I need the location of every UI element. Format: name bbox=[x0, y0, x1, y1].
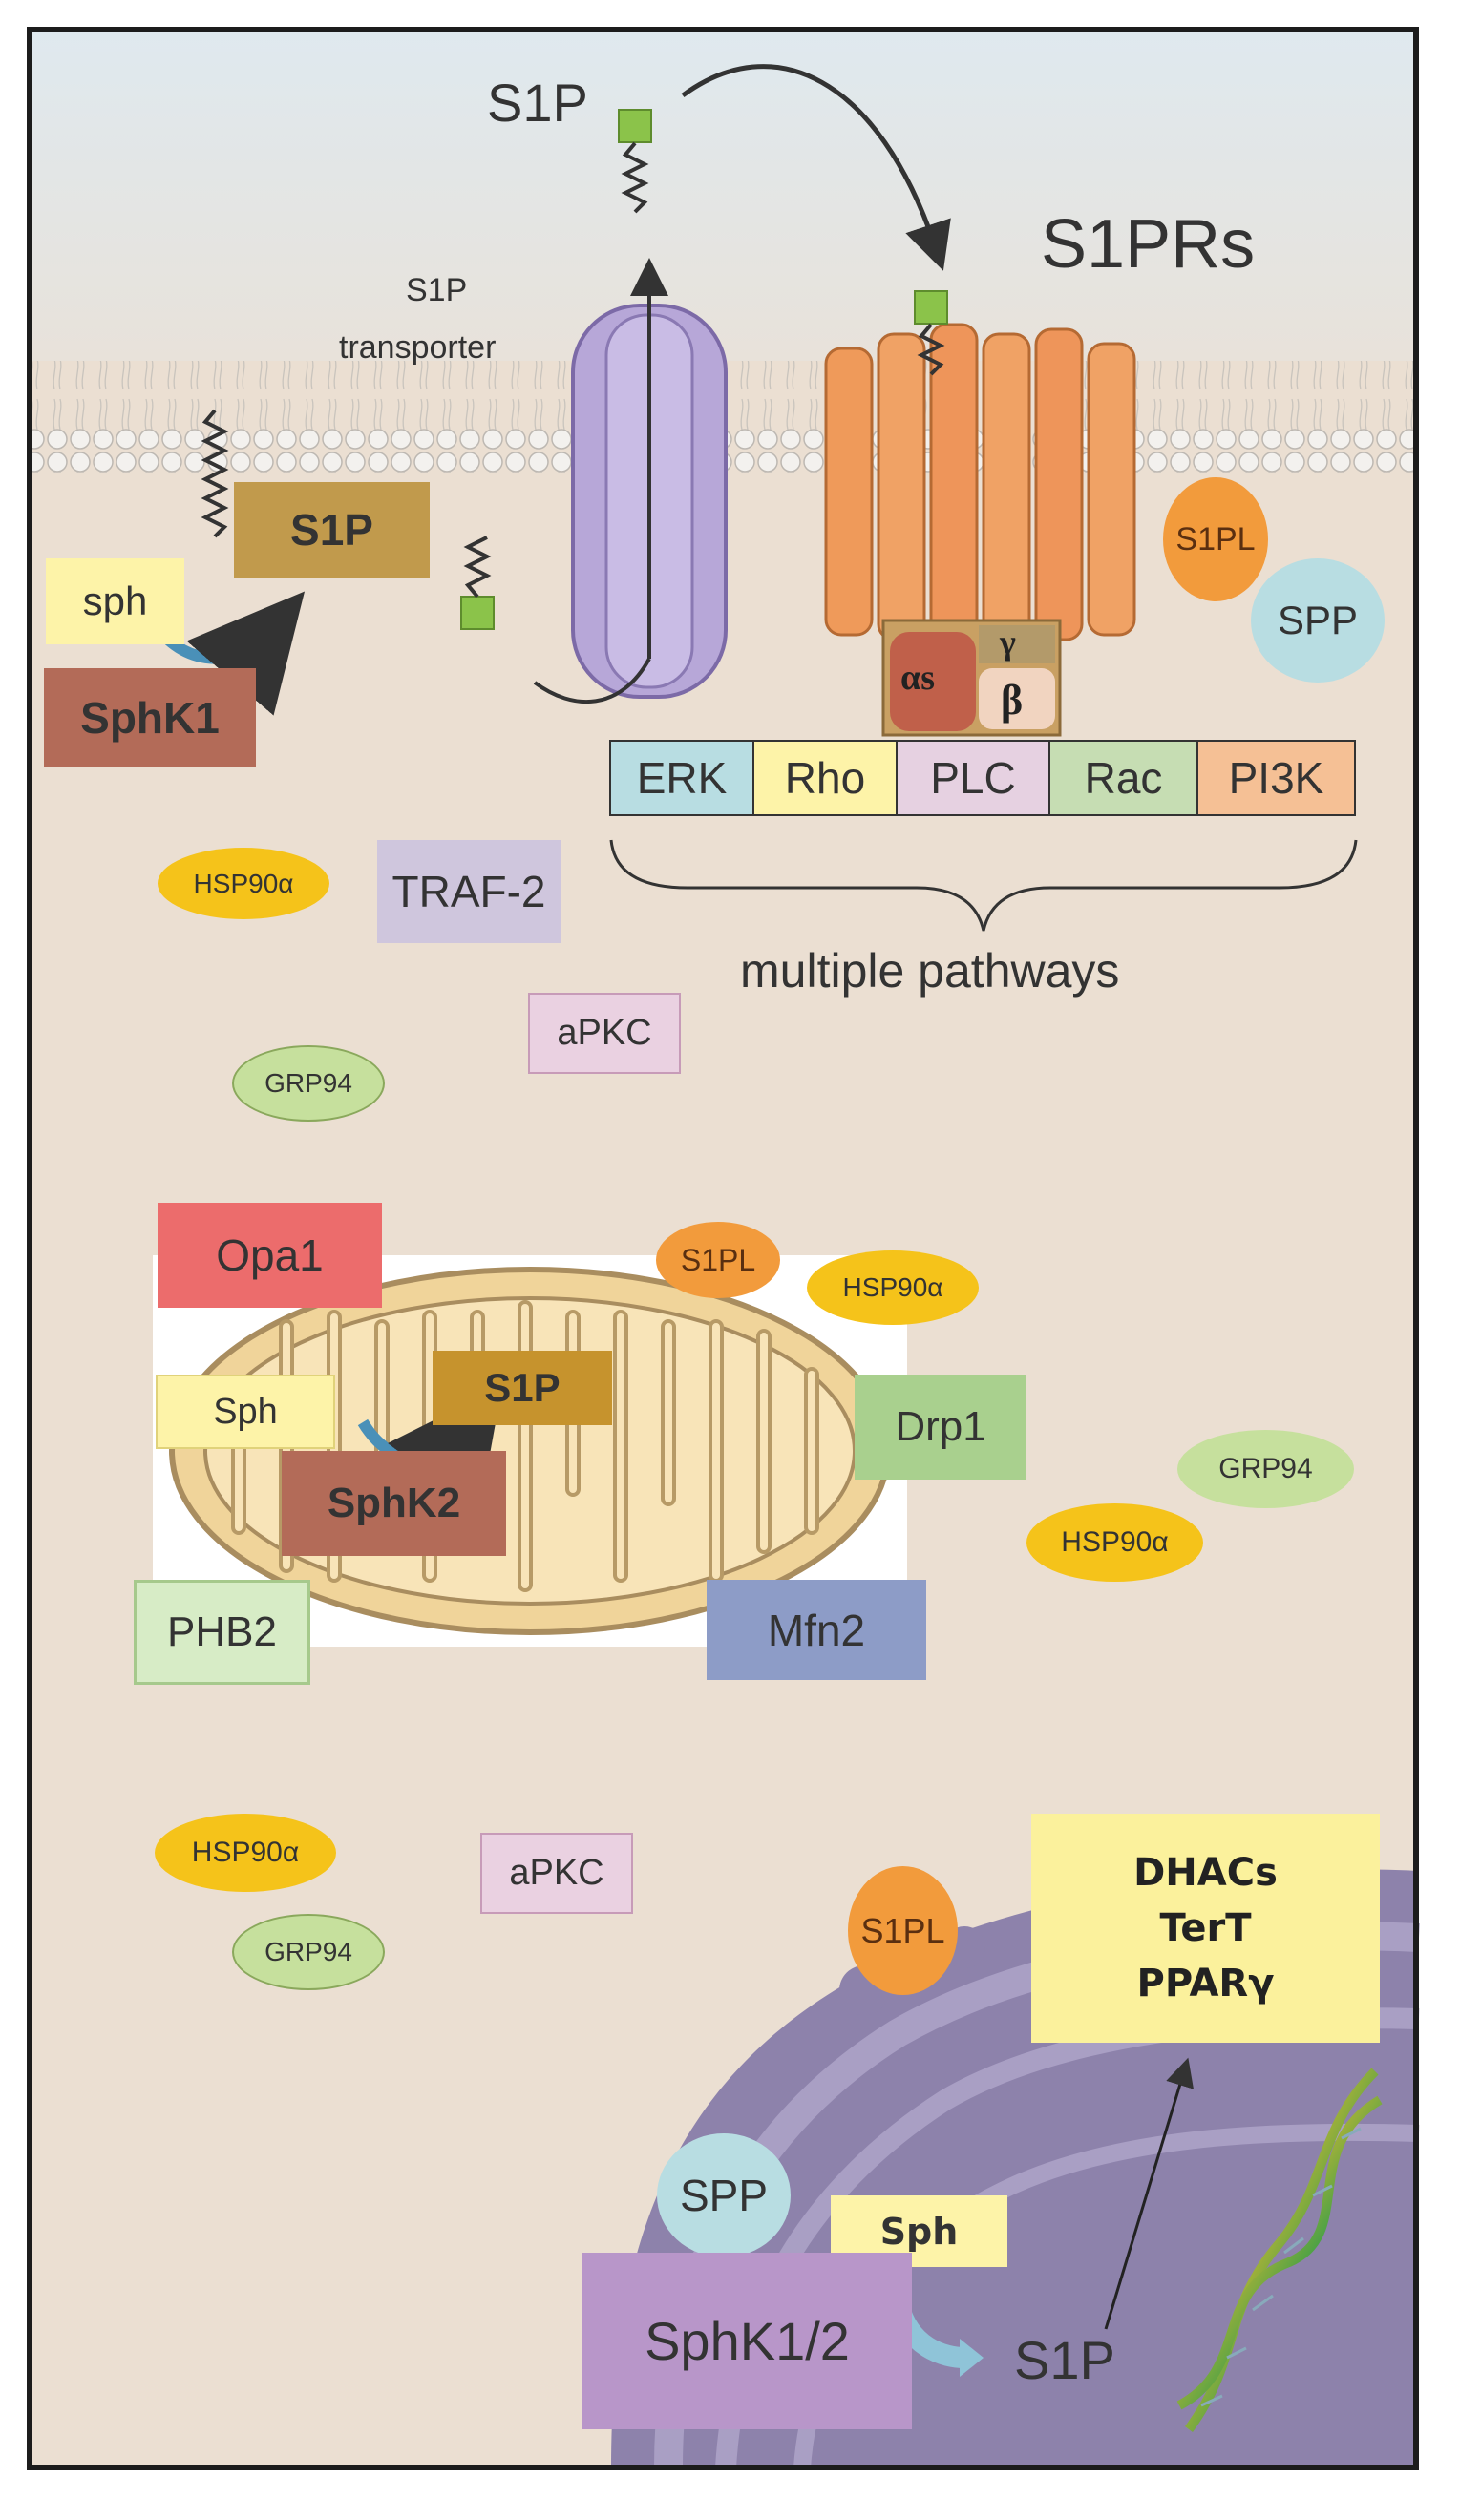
pathway-pi3k: PI3K bbox=[1198, 742, 1354, 814]
sphk2-box: SphK2 bbox=[282, 1451, 506, 1556]
mito-s1p-box: S1P bbox=[433, 1351, 612, 1425]
target-tert: TerT bbox=[1159, 1906, 1252, 1950]
mito-sph-box: Sph bbox=[156, 1375, 335, 1449]
outer-frame bbox=[27, 27, 1419, 2470]
apkc-1: aPKC bbox=[528, 993, 681, 1074]
g-alpha-label: αs bbox=[900, 658, 935, 698]
spp-membrane: SPP bbox=[1251, 558, 1385, 682]
s1pl-membrane: S1PL bbox=[1163, 477, 1268, 601]
sph-box: sph bbox=[46, 558, 184, 644]
g-gamma-label: γ bbox=[1000, 623, 1016, 662]
traf2-box: TRAF-2 bbox=[377, 840, 561, 943]
pathway-rac: Rac bbox=[1050, 742, 1198, 814]
nucleus-s1p-label: S1P bbox=[1014, 2330, 1115, 2390]
sphk12-box: SphK1/2 bbox=[582, 2253, 912, 2429]
target-ppar: PPARγ bbox=[1136, 1962, 1275, 2006]
opa1-box: Opa1 bbox=[158, 1203, 382, 1308]
hsp90a-4: HSP90α bbox=[155, 1814, 336, 1892]
pathways-brace bbox=[609, 839, 1358, 932]
extracellular-space bbox=[27, 27, 1419, 361]
apkc-2: aPKC bbox=[480, 1833, 633, 1914]
s1p-transporter bbox=[533, 258, 728, 704]
pathway-rho: Rho bbox=[754, 742, 898, 814]
dna-icon bbox=[1176, 2068, 1383, 2432]
grp94-2: GRP94 bbox=[1177, 1430, 1354, 1508]
grp94-1: GRP94 bbox=[232, 1045, 385, 1122]
phb2-box: PHB2 bbox=[134, 1580, 310, 1685]
g-beta-label: β bbox=[1001, 677, 1024, 724]
hsp90a-2: HSP90α bbox=[807, 1250, 979, 1325]
s1pl-nucleus: S1PL bbox=[848, 1866, 958, 1995]
s1p-ligand-outside bbox=[618, 109, 652, 143]
s1pl-mito: S1PL bbox=[656, 1222, 780, 1298]
grp94-3: GRP94 bbox=[232, 1914, 385, 1990]
drp1-box: Drp1 bbox=[855, 1375, 1026, 1480]
mfn2-box: Mfn2 bbox=[707, 1580, 926, 1680]
s1p-to-targets-arrow bbox=[1104, 2057, 1194, 2330]
nuclear-targets-box: DHACs TerT PPARγ bbox=[1031, 1814, 1380, 2043]
g-protein bbox=[881, 619, 1062, 737]
pathway-bar: ERK Rho PLC Rac PI3K bbox=[609, 740, 1356, 816]
target-dhacs: DHACs bbox=[1133, 1851, 1278, 1895]
s1pr-receptor bbox=[824, 290, 1136, 641]
pathway-erk: ERK bbox=[611, 742, 754, 814]
transporter-label-line1: S1P bbox=[406, 272, 468, 308]
transporter-label-line2: transporter bbox=[339, 329, 497, 366]
multiple-pathways-label: multiple pathways bbox=[740, 944, 1120, 998]
spp-nucleus: SPP bbox=[657, 2133, 791, 2258]
hsp90a-1: HSP90α bbox=[158, 848, 329, 919]
membrane-s1p-box: S1P bbox=[234, 482, 430, 578]
s1prs-title: S1PRs bbox=[1041, 206, 1256, 283]
pathway-plc: PLC bbox=[898, 742, 1050, 814]
s1p-outside-label: S1P bbox=[487, 73, 588, 133]
hsp90a-3: HSP90α bbox=[1026, 1503, 1203, 1582]
sphk1-box: SphK1 bbox=[44, 668, 256, 766]
